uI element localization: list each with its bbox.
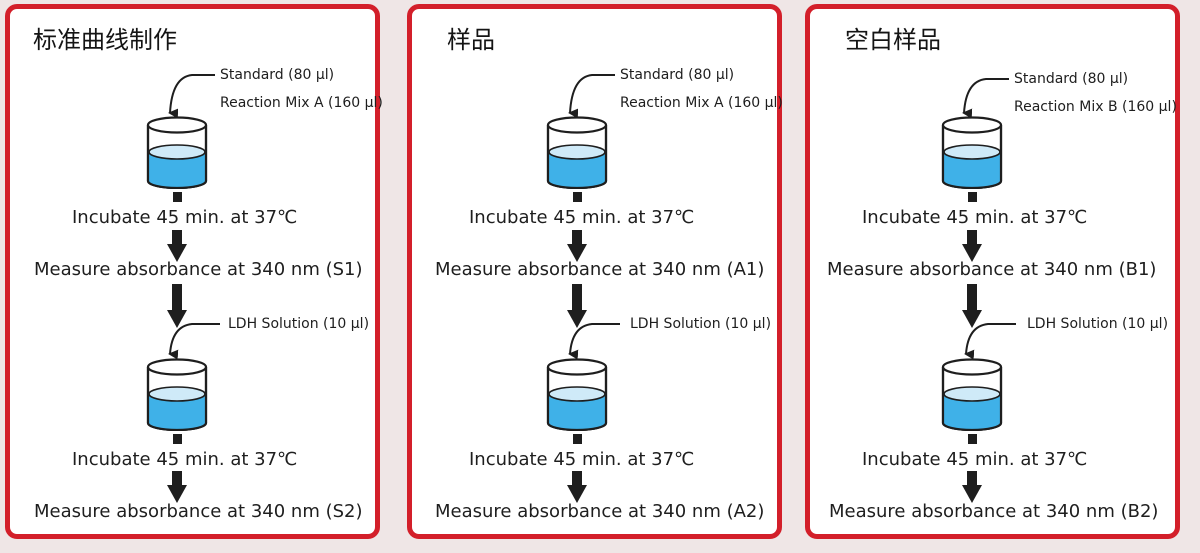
panel-title: 空白样品: [845, 26, 941, 54]
incubate-step-1: Incubate 45 min. at 37℃: [72, 207, 298, 228]
curved-arrow-icon: [568, 74, 620, 360]
measure-step-1: Measure absorbance at 340 nm (S1): [34, 259, 363, 280]
beaker-icon: [545, 357, 609, 431]
incubate-step-1: Incubate 45 min. at 37℃: [469, 207, 695, 228]
incubate-step-1: Incubate 45 min. at 37℃: [862, 207, 1088, 228]
incubate-step-2: Incubate 45 min. at 37℃: [862, 449, 1088, 470]
beaker-icon: [145, 357, 209, 431]
ldh-solution-label: LDH Solution (10 µl): [228, 316, 370, 332]
down-arrow-icon: [167, 230, 187, 262]
reagent-mix-label: Reaction Mix A (160 µl): [220, 95, 383, 111]
panel-title: 样品: [447, 26, 495, 54]
reagent-mix-label: Reaction Mix A (160 µl): [620, 95, 783, 111]
reagent-standard-label: Standard (80 µl): [220, 67, 335, 83]
incubate-step-2: Incubate 45 min. at 37℃: [469, 449, 695, 470]
down-arrow-icon: [167, 284, 187, 328]
measure-step-2: Measure absorbance at 340 nm (A2): [435, 501, 765, 522]
panel-sample: 样品 Standard (80 µl) Reaction Mix A (160 …: [407, 4, 783, 539]
measure-step-2: Measure absorbance at 340 nm (B2): [829, 501, 1159, 522]
curved-arrow-icon: [962, 78, 1016, 360]
panel-standard-curve: 标准曲线制作 Standard (80 µl) Reaction Mix A (…: [5, 4, 383, 539]
reagent-mix-label: Reaction Mix B (160 µl): [1014, 99, 1177, 115]
connector: [573, 192, 582, 202]
panel-blank-sample: 空白样品 Standard (80 µl) Reaction Mix B (16…: [805, 4, 1180, 539]
curved-arrow-icon: [168, 74, 220, 360]
ldh-solution-label: LDH Solution (10 µl): [630, 316, 772, 332]
connector: [968, 434, 977, 444]
down-arrow-icon: [167, 471, 187, 503]
down-arrow-icon: [962, 471, 982, 503]
connector: [968, 192, 977, 202]
ldh-solution-label: LDH Solution (10 µl): [1027, 316, 1169, 332]
down-arrow-icon: [567, 284, 587, 328]
measure-step-2: Measure absorbance at 340 nm (S2): [34, 501, 363, 522]
measure-step-1: Measure absorbance at 340 nm (A1): [435, 259, 765, 280]
measure-step-1: Measure absorbance at 340 nm (B1): [827, 259, 1157, 280]
panel-title: 标准曲线制作: [33, 26, 177, 54]
connector: [573, 434, 582, 444]
reagent-standard-label: Standard (80 µl): [620, 67, 735, 83]
connector: [173, 192, 182, 202]
beaker-icon: [940, 115, 1004, 189]
down-arrow-icon: [567, 471, 587, 503]
beaker-icon: [545, 115, 609, 189]
down-arrow-icon: [567, 230, 587, 262]
beaker-icon: [940, 357, 1004, 431]
beaker-icon: [145, 115, 209, 189]
down-arrow-icon: [962, 284, 982, 328]
incubate-step-2: Incubate 45 min. at 37℃: [72, 449, 298, 470]
connector: [173, 434, 182, 444]
reagent-standard-label: Standard (80 µl): [1014, 71, 1129, 87]
down-arrow-icon: [962, 230, 982, 262]
